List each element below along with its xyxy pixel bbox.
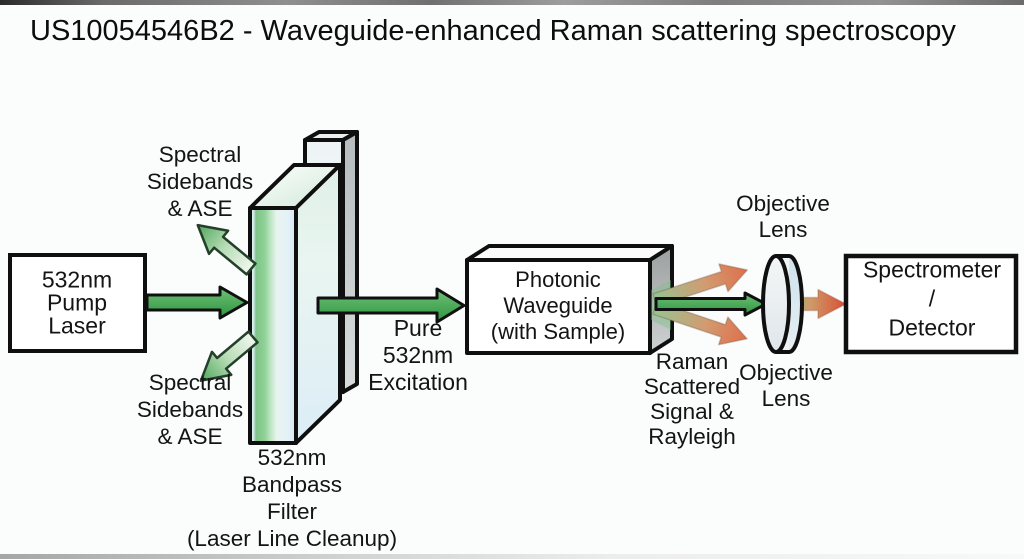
sideband-arrow-up-shape bbox=[196, 223, 257, 276]
raman-scatter-arrow-down bbox=[652, 301, 748, 346]
raman-scatter-arrow-down-shape bbox=[652, 301, 748, 346]
pump-laser-label: 532nm Pump Laser bbox=[41, 266, 113, 339]
spectrometer-box bbox=[843, 253, 1019, 355]
bandpass-filter-caption: 532nm Bandpass Filter (Laser Line Cleanu… bbox=[186, 445, 398, 551]
spectral-sidebands-top-label: Spectral Sidebands & ASE bbox=[146, 142, 254, 221]
sideband-arrow-down bbox=[199, 330, 259, 382]
pump-laser-box bbox=[8, 253, 147, 353]
back-slab-side-face bbox=[341, 130, 359, 394]
waveguide-front-face bbox=[465, 258, 652, 355]
bandpass-filter-front-slab bbox=[248, 163, 342, 445]
lens-front-face bbox=[761, 254, 791, 354]
photonic-waveguide-box bbox=[465, 244, 674, 355]
collected-beam-arrow bbox=[654, 291, 768, 317]
spectral-sidebands-bottom-label: Spectral Sidebands & ASE bbox=[136, 370, 244, 449]
filtered-beam-arrow bbox=[316, 287, 466, 324]
objective-lens bbox=[761, 254, 804, 354]
page-title: US10054546B2 - Waveguide-enhanced Raman … bbox=[30, 15, 956, 47]
sideband-arrow-up bbox=[196, 223, 257, 276]
pump-beam-arrow bbox=[145, 285, 249, 320]
filter-front-face bbox=[248, 206, 298, 445]
pure-excitation-label: Pure 532nm Excitation bbox=[368, 315, 468, 395]
spectrometer-label: Spectrometer / Detector bbox=[862, 256, 1002, 341]
raman-scattered-label: Raman Scattered Signal & Rayleigh bbox=[643, 349, 741, 449]
objective-lens-bottom-label: Objective Lens bbox=[739, 360, 833, 411]
objective-lens-top-label: Objective Lens bbox=[736, 191, 830, 242]
waveguide-top-face bbox=[465, 244, 674, 262]
video-artifact-top bbox=[0, 0, 1024, 5]
photonic-waveguide-label: Photonic Waveguide (with Sample) bbox=[490, 267, 626, 344]
sideband-arrow-down-shape bbox=[199, 330, 259, 382]
video-artifact-bottom bbox=[0, 554, 1024, 559]
